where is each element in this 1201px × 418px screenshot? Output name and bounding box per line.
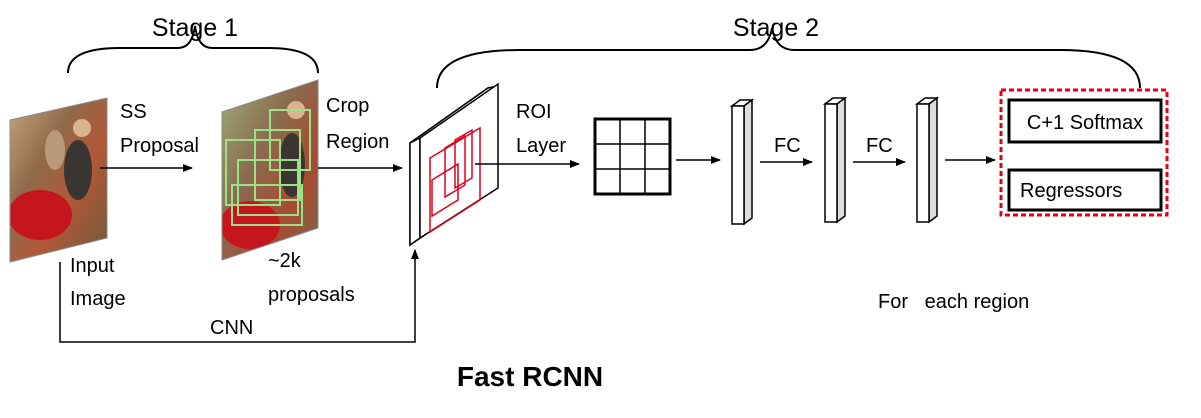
regressors-box (1007, 168, 1163, 212)
roi-layer-label-line2: Layer (516, 135, 566, 157)
proposals-label-line2: proposals (268, 284, 355, 306)
proposal-boxes (225, 109, 311, 226)
stage2-brace (436, 27, 1141, 89)
diagram-title: Fast RCNN (457, 361, 603, 392)
fc-label-2: FC (866, 135, 893, 157)
stage1-label: Stage 1 (152, 14, 238, 42)
softmax-box (1007, 98, 1163, 144)
stage2-label: Stage 2 (733, 14, 819, 42)
fc-layer-1 (729, 98, 755, 226)
ss-proposal-label-line1: SS (120, 101, 147, 123)
input-image-label-line1: Input (70, 255, 115, 277)
softmax-label: C+1 Softmax (1027, 112, 1143, 134)
for-each-region-label: For each region (878, 291, 1029, 313)
regressors-label: Regressors (1020, 180, 1122, 202)
stage1-brace (67, 25, 319, 74)
ss-proposal-label-line2: Proposal (120, 135, 199, 157)
roi-boxes (429, 126, 481, 234)
fc-label-1: FC (774, 135, 801, 157)
crop-region-label-line1: Crop (326, 95, 369, 117)
crop-region-label-line2: Region (326, 131, 389, 153)
roi-layer-label-line1: ROI (516, 101, 552, 123)
roi-pool-grid (593, 117, 672, 196)
fc-layer-2 (822, 96, 848, 224)
proposal-image (221, 79, 319, 261)
fc-layer-3 (914, 96, 940, 224)
output-heads-highlight (999, 88, 1169, 217)
input-image-label-line2: Image (70, 288, 126, 310)
input-image (9, 97, 108, 263)
cnn-path (59, 249, 419, 343)
cnn-label: CNN (210, 317, 253, 339)
proposals-label-line1: ~2k (268, 250, 302, 272)
